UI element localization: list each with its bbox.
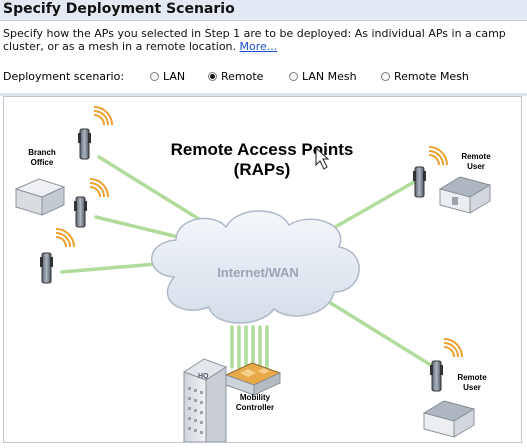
description-line-2: cluster, or as a mesh in a remote locati…: [3, 40, 527, 53]
description-line-2-text: cluster, or as a mesh in a remote locati…: [3, 40, 240, 53]
description-line-1: Specify how the APs you selected in Step…: [3, 27, 506, 40]
radio-remote-label: Remote: [221, 70, 264, 83]
branch-label-line-1: Branch: [28, 148, 56, 157]
hq-building-icon: HQ: [182, 358, 228, 443]
branch-label-line-2: Office: [31, 158, 54, 167]
diagram-title-line-1: Remote Access Points: [171, 140, 354, 159]
diagram-separator: [0, 93, 527, 96]
radio-remote[interactable]: [208, 72, 217, 81]
radio-remote-mesh-label: Remote Mesh: [394, 70, 469, 83]
radio-remote-mesh[interactable]: [381, 72, 390, 81]
mobility-controller-icon: [224, 362, 282, 396]
remote-user-2-label-line-2: User: [463, 383, 481, 392]
access-point-icon-1: [78, 106, 113, 160]
remote-user-1-label-line-2: User: [467, 162, 485, 171]
access-point-icon-5: [430, 338, 463, 392]
cloud-label: Internet/WAN: [217, 265, 299, 280]
internet-cloud: Internet/WAN: [151, 210, 360, 324]
more-link[interactable]: More...: [239, 40, 278, 53]
remote-user-1-label-line-1: Remote: [461, 152, 491, 161]
section-header: Specify Deployment Scenario: [0, 0, 527, 21]
controller-label-line-1: Mobility: [240, 393, 271, 402]
radio-lan-label: LAN: [163, 70, 186, 83]
radio-lan[interactable]: [150, 72, 159, 81]
access-point-icon-3: [40, 228, 75, 284]
remote-access-diagram: Internet/WAN Remote Access Points (RAPs)…: [3, 96, 522, 443]
remote-user-house-icon-1: [438, 176, 492, 214]
access-point-icon-2: [74, 178, 109, 228]
radio-lan-mesh-label: LAN Mesh: [302, 70, 357, 83]
remote-user-house-icon-2: [422, 400, 476, 438]
deployment-scenario-label: Deployment scenario:: [3, 70, 125, 83]
deployment-scenario-row: Deployment scenario: LAN Remote LAN Mesh…: [3, 70, 527, 84]
section-title: Specify Deployment Scenario: [3, 1, 235, 17]
description-text: Specify how the APs you selected in Step…: [3, 27, 527, 53]
radio-lan-mesh[interactable]: [289, 72, 298, 81]
remote-user-2-label-line-1: Remote: [457, 373, 487, 382]
controller-label-line-2: Controller: [236, 403, 274, 412]
hq-label: HQ: [198, 373, 209, 380]
radio-option-remote-mesh[interactable]: Remote Mesh: [381, 70, 469, 83]
radio-option-remote[interactable]: Remote: [208, 70, 263, 83]
radio-option-lan[interactable]: LAN: [150, 70, 185, 83]
radio-option-lan-mesh[interactable]: LAN Mesh: [289, 70, 357, 83]
diagram-canvas: Internet/WAN Remote Access Points (RAPs)…: [14, 106, 492, 443]
mouse-cursor-icon: [315, 146, 330, 170]
branch-office-building-icon: [14, 178, 66, 216]
radio-selected-dot: [210, 74, 215, 79]
access-point-icon-4: [413, 146, 448, 198]
diagram-title-line-2: (RAPs): [234, 160, 291, 179]
